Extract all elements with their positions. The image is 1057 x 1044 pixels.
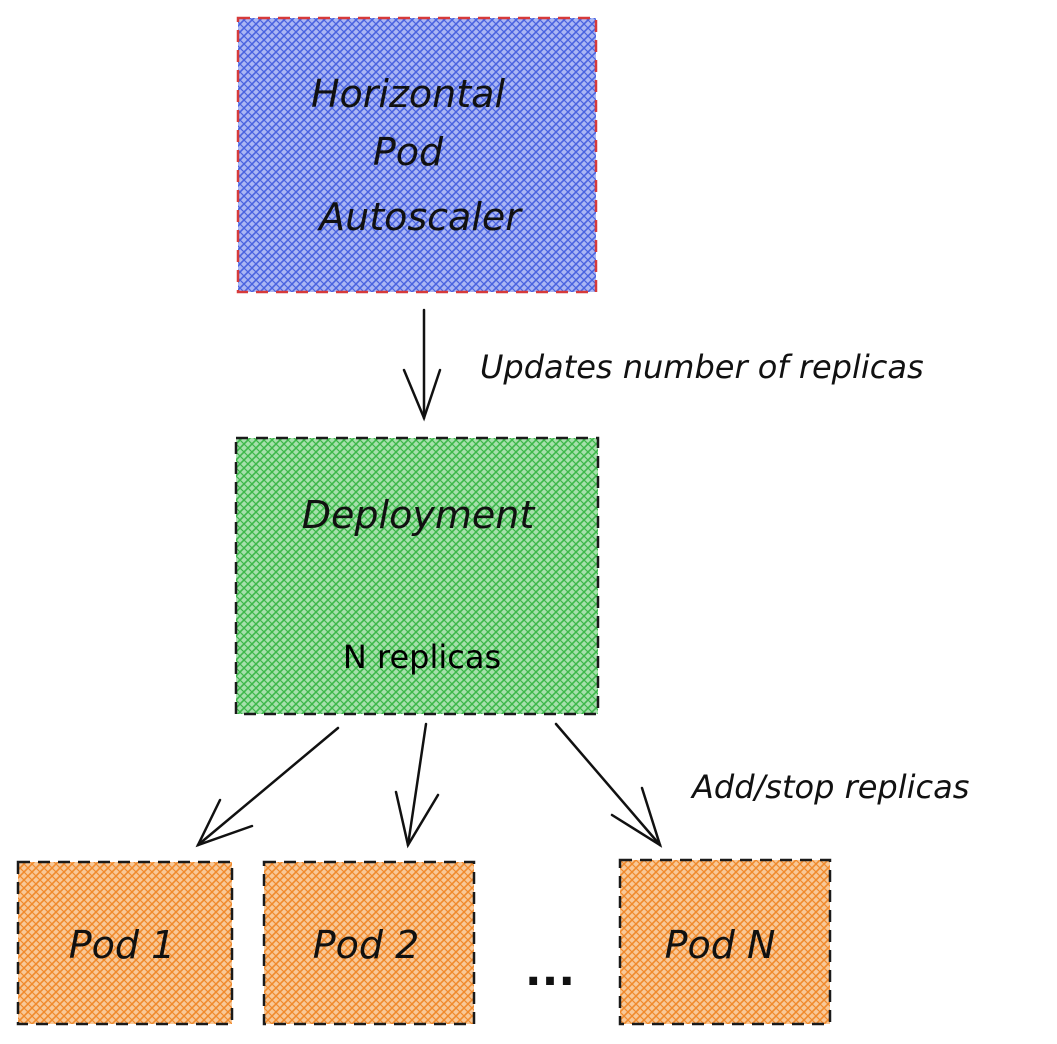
pod-2-label: Pod 2 [313,923,420,967]
pod-n-node: Pod N [618,858,832,1026]
hpa-label-line1: Horizontal [311,72,505,116]
arrow-deployment-to-pod-1 [195,726,340,848]
pod-2-box-border [262,860,476,1026]
arrow-deployment-to-pod-2 [394,722,440,849]
hpa-label-line2: Pod [373,130,444,174]
pods-ellipsis: ... [525,945,575,996]
deployment-node: Deployment N replicas [234,436,600,716]
deployment-box-border [234,436,600,716]
edge-label-updates-replicas: Updates number of replicas [480,348,924,386]
pod-1-box [18,862,232,1024]
deployment-title: Deployment [302,493,537,537]
pod-1-node: Pod 1 [16,860,234,1026]
hpa-label-line3: Autoscaler [316,195,523,239]
pod-n-label: Pod N [665,923,776,967]
deployment-subtitle: N replicas [343,638,501,676]
pod-1-label: Pod 1 [69,923,176,967]
pod-n-box-border [618,858,832,1026]
pod-2-node: Pod 2 [262,860,476,1026]
hpa-node: Horizontal Pod Autoscaler [236,16,598,294]
arrow-hpa-to-deployment [402,308,442,422]
deployment-box [236,438,598,714]
arrow-deployment-to-pod-n [554,722,663,848]
pod-n-box [620,860,830,1024]
pod-1-box-border [16,860,234,1026]
edge-label-add-stop-replicas: Add/stop replicas [690,768,969,806]
hpa-box-border [236,16,598,294]
pod-2-box [264,862,474,1024]
hpa-box [238,18,596,292]
